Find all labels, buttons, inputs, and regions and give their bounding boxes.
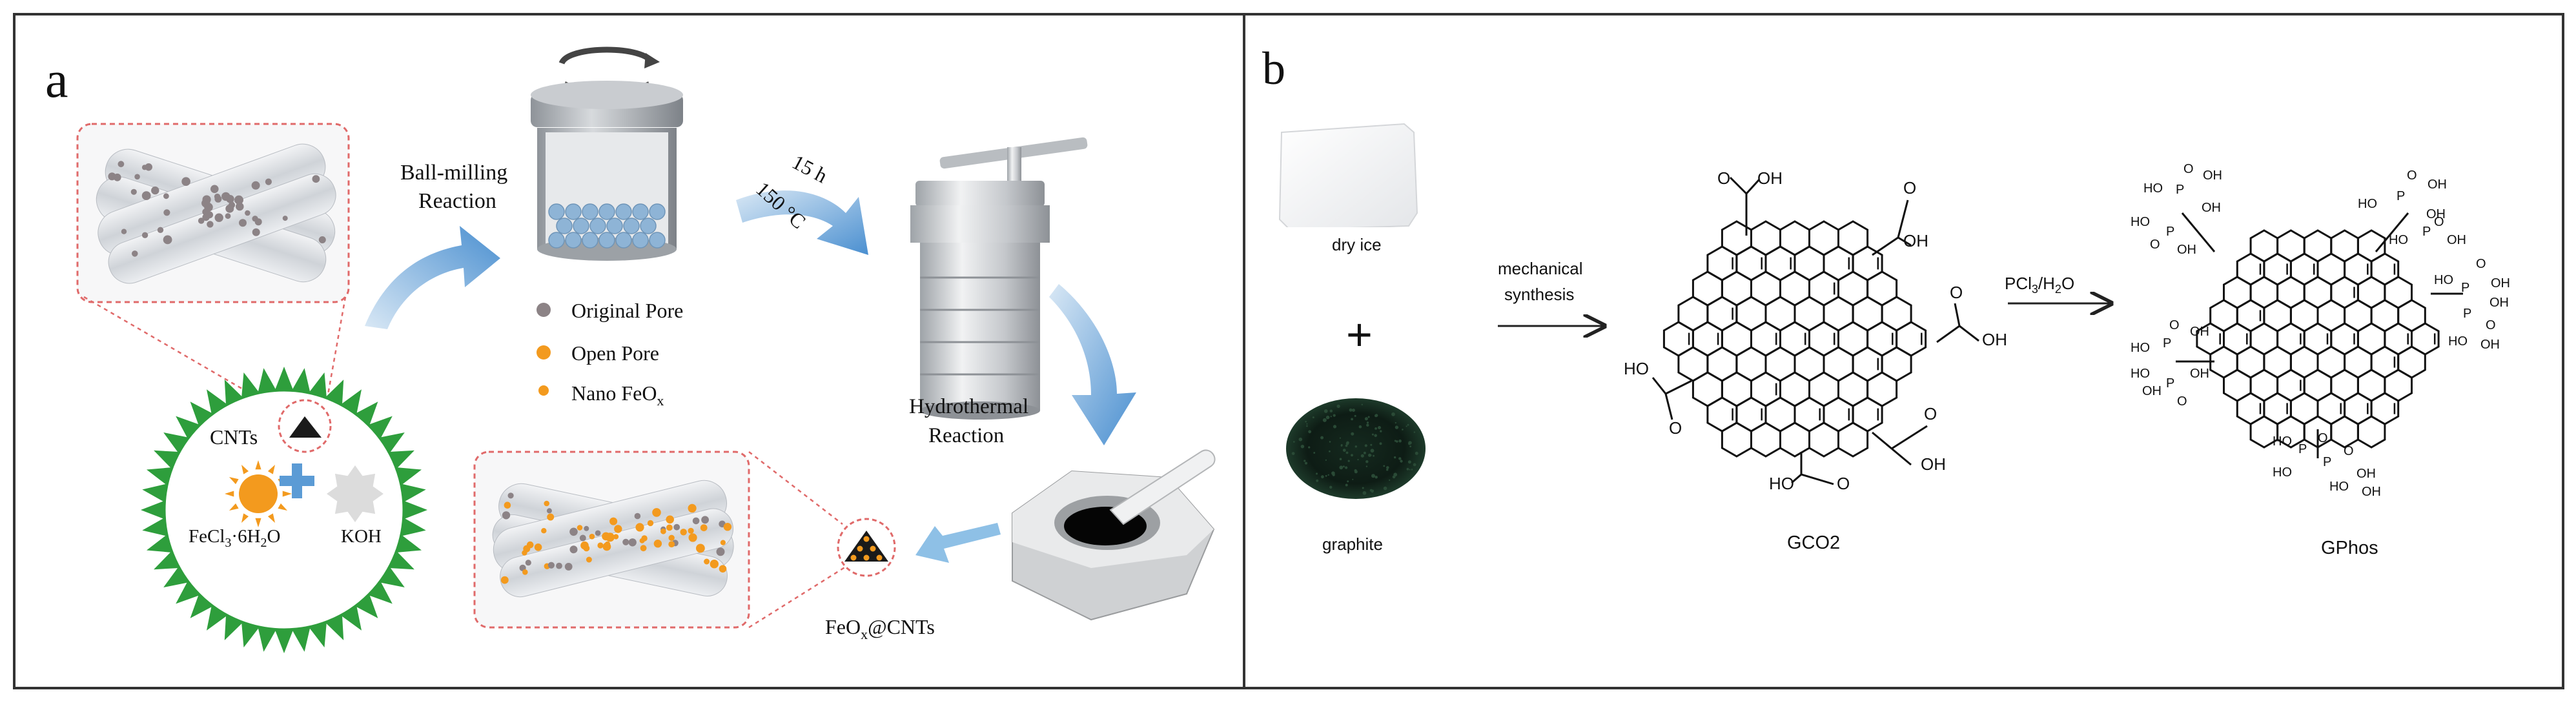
mortar-and-pestle bbox=[1012, 450, 1215, 620]
graphite-image bbox=[1286, 398, 1426, 499]
gco2-cooh-5b: OH bbox=[1921, 454, 1946, 474]
panel-b-letter: b bbox=[1262, 43, 1285, 94]
mechanical-synthesis-label: mechanical synthesis bbox=[1498, 259, 1588, 304]
gco2-cooh-3: O bbox=[1950, 283, 1963, 302]
svg-text:O: O bbox=[2344, 444, 2354, 458]
svg-text:O: O bbox=[2407, 168, 2417, 183]
gco2-labels: O OH O OH O OH HO O O OH HO O bbox=[1624, 168, 2007, 493]
pore-legend: Original Pore Open Pore Nano FeOx bbox=[537, 299, 683, 409]
ball-milling-label: Ball-milling Reaction bbox=[400, 161, 513, 213]
svg-text:HO: HO bbox=[2131, 341, 2150, 355]
dry-ice-label: dry ice bbox=[1332, 235, 1382, 254]
gco2-cooh-2b: OH bbox=[1903, 231, 1928, 250]
svg-text:OH: OH bbox=[2190, 325, 2209, 339]
koh-label: KOH bbox=[341, 526, 382, 547]
svg-text:OH: OH bbox=[2480, 338, 2500, 352]
svg-text:O: O bbox=[2476, 257, 2486, 271]
svg-text:OH: OH bbox=[2362, 485, 2381, 499]
gphos-label: GPhos bbox=[2321, 538, 2378, 558]
svg-text:P: P bbox=[2163, 336, 2171, 350]
svg-text:P: P bbox=[2397, 189, 2405, 203]
arrow-to-product bbox=[915, 523, 1001, 563]
svg-text:OH: OH bbox=[2202, 201, 2221, 215]
svg-text:O: O bbox=[2486, 318, 2496, 332]
graphite-label: graphite bbox=[1322, 534, 1383, 554]
gco2-cooh-1: O bbox=[1717, 168, 1730, 188]
svg-text:HO: HO bbox=[2329, 480, 2349, 494]
cnts-label: CNTs bbox=[210, 425, 258, 449]
svg-text:HO: HO bbox=[2358, 197, 2377, 211]
svg-text:HO: HO bbox=[2273, 465, 2292, 480]
feox-cnts-product-icon bbox=[838, 519, 895, 576]
svg-text:P: P bbox=[2166, 225, 2174, 239]
svg-text:HO: HO bbox=[2273, 434, 2292, 449]
gco2-cooh-2: O bbox=[1903, 178, 1916, 198]
legend-label-original: Original Pore bbox=[571, 299, 683, 322]
svg-text:HO: HO bbox=[2434, 273, 2453, 287]
ball-mill-jar bbox=[531, 50, 683, 261]
precursor-gear bbox=[141, 367, 427, 653]
svg-text:P: P bbox=[2461, 281, 2469, 295]
svg-text:OH: OH bbox=[2489, 296, 2509, 310]
svg-text:OH: OH bbox=[2177, 243, 2196, 257]
svg-text:O: O bbox=[2177, 394, 2187, 409]
svg-text:HO: HO bbox=[2143, 181, 2163, 196]
svg-text:O: O bbox=[2183, 162, 2194, 176]
gco2-cooh-5: O bbox=[1924, 404, 1937, 423]
svg-text:P: P bbox=[2422, 225, 2431, 239]
legend-label-nano: Nano FeOx bbox=[571, 381, 664, 409]
svg-text:OH: OH bbox=[2190, 367, 2209, 381]
fecl3-label: FeCl3·6H2O bbox=[189, 526, 280, 550]
gco2-cooh-4b: O bbox=[1669, 418, 1682, 438]
legend-swatch-open bbox=[537, 345, 551, 360]
hydrothermal-label: Hydrothermal Reaction bbox=[909, 395, 1034, 447]
gco2-cooh-6b: O bbox=[1837, 474, 1850, 493]
gco2-cooh-1b: OH bbox=[1757, 168, 1783, 188]
svg-text:OH: OH bbox=[2491, 276, 2510, 290]
svg-text:O: O bbox=[2434, 215, 2444, 229]
svg-text:OH: OH bbox=[2428, 178, 2447, 192]
legend-label-open: Open Pore bbox=[571, 341, 659, 365]
svg-text:OH: OH bbox=[2142, 384, 2162, 398]
svg-text:HO: HO bbox=[2131, 367, 2150, 381]
svg-text:O: O bbox=[2318, 431, 2328, 445]
autoclave bbox=[910, 137, 1088, 420]
arrow-to-ball-mill bbox=[365, 226, 500, 329]
plus-sign: + bbox=[1346, 309, 1373, 360]
panel-a-letter: a bbox=[45, 52, 68, 108]
svg-text:P: P bbox=[2298, 442, 2307, 456]
time-label: 15 h bbox=[788, 150, 831, 187]
svg-text:O: O bbox=[2150, 238, 2160, 252]
gco2-cooh-6: HO bbox=[1769, 474, 1794, 493]
gphos-structure bbox=[2176, 213, 2463, 458]
gco2-label: GCO2 bbox=[1787, 533, 1840, 553]
pcl3-label: PCl3/H2O bbox=[2005, 274, 2074, 296]
svg-text:P: P bbox=[2463, 307, 2471, 321]
gco2-structure bbox=[1653, 178, 1979, 484]
svg-text:O: O bbox=[2169, 318, 2180, 332]
svg-text:P: P bbox=[2176, 183, 2184, 197]
gco2-cooh-4: HO bbox=[1624, 359, 1649, 378]
legend-swatch-nano bbox=[538, 385, 549, 396]
svg-text:OH: OH bbox=[2356, 467, 2376, 481]
product-label: FeOx@CNTs bbox=[825, 615, 935, 642]
gco2-cooh-3b: OH bbox=[1982, 330, 2007, 349]
svg-text:OH: OH bbox=[2447, 233, 2466, 247]
koh-star-icon bbox=[327, 465, 383, 522]
svg-text:P: P bbox=[2166, 376, 2174, 391]
svg-text:HO: HO bbox=[2448, 334, 2468, 349]
svg-text:P: P bbox=[2323, 455, 2331, 469]
svg-text:HO: HO bbox=[2389, 233, 2408, 247]
arrow-to-mortar bbox=[1049, 284, 1136, 445]
zoom-line-product-top bbox=[749, 452, 843, 524]
legend-swatch-original bbox=[537, 303, 551, 317]
svg-text:HO: HO bbox=[2131, 215, 2150, 229]
dry-ice-image bbox=[1280, 124, 1417, 247]
svg-text:OH: OH bbox=[2203, 168, 2222, 183]
